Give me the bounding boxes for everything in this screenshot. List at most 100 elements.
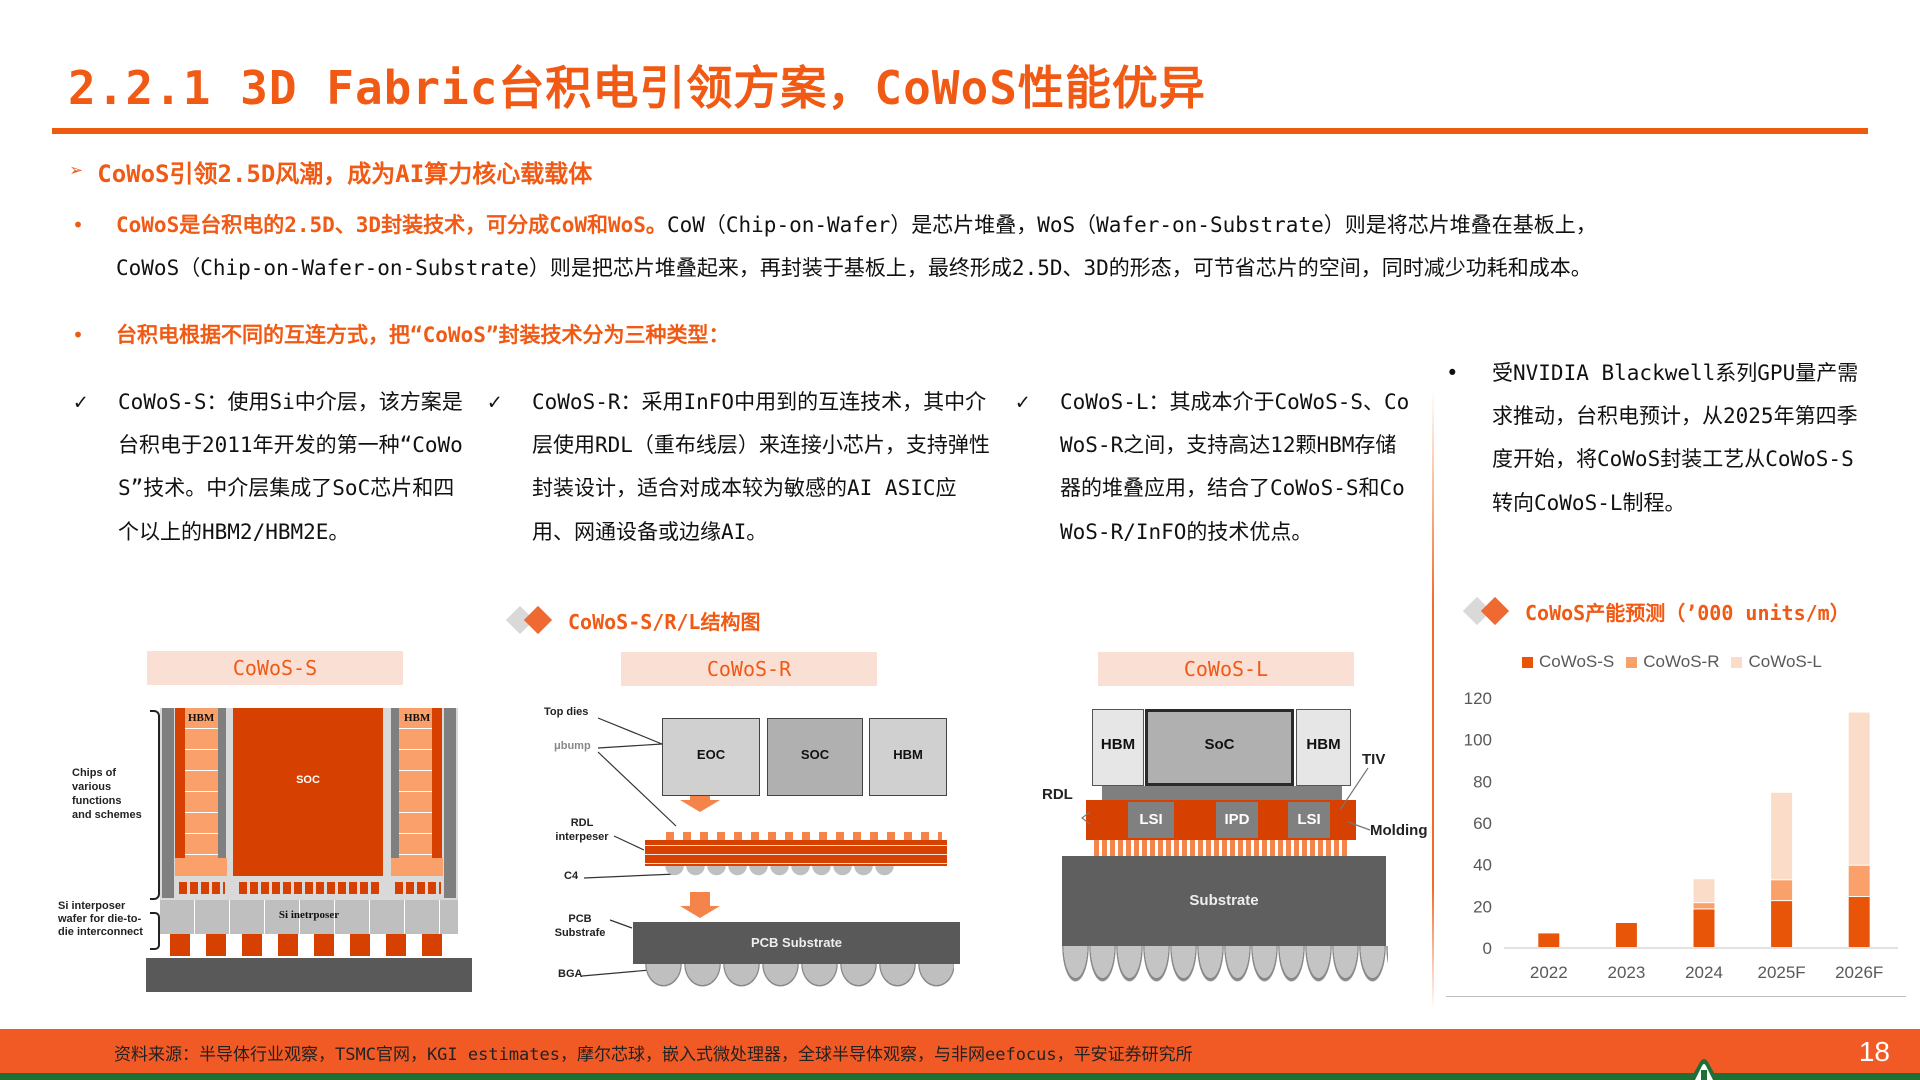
legend-label: CoWoS-L [1748, 652, 1822, 671]
annotation-ubump: μbump [554, 740, 591, 752]
bar-segment [1771, 880, 1793, 901]
footer-green-stripe [0, 1073, 1920, 1080]
diagram-label-cowos-l: CoWoS-L [1098, 652, 1354, 686]
chart-caption-text: CoWoS产能预测（’000 units/m） [1525, 600, 1850, 625]
soc-die: SoC [1145, 709, 1294, 786]
annotation-c4: C4 [564, 870, 579, 882]
ipd: IPD [1216, 802, 1258, 838]
x-tick-label: 2023 [1607, 963, 1645, 982]
hbm-right: HBM [1296, 709, 1351, 786]
diagram-label-cowos-r: CoWoS-R [621, 652, 877, 686]
hbm-base [391, 858, 443, 876]
diamond-marker-icon [1462, 596, 1515, 626]
x-tick-label: 2026F [1835, 963, 1883, 982]
bump-row [1094, 840, 1350, 856]
bar-segment [1538, 933, 1560, 947]
brace [150, 912, 160, 950]
annotation-tiv: TIV [1362, 751, 1386, 768]
type-description: CoWoS-S：使用Si中介层，该方案是台积电于2011年开发的第一种“CoWo… [118, 390, 463, 544]
side-wall [391, 708, 399, 858]
legend-label: CoWoS-R [1643, 652, 1720, 671]
hbm-right-label: HBM [404, 712, 431, 724]
bga-balls [644, 964, 954, 988]
bullet-highlight: CoWoS是台积电的2.5D、3D封装技术，可分成CoW和WoS。 [116, 213, 667, 237]
bar-segment [1693, 879, 1715, 903]
leader-lines [1081, 767, 1371, 831]
page-number: 18 [1858, 1036, 1890, 1067]
annotation-interposer: Si interposer wafer for die-to-die inter… [58, 900, 143, 938]
si-interposer: Si inetrposer [160, 900, 458, 934]
annotation-rdl: RDL interpeser [555, 817, 609, 843]
legend-swatch [1626, 656, 1638, 668]
legend-label: CoWoS-S [1539, 652, 1615, 671]
pcb-substrate: PCB Substrate [633, 922, 960, 964]
soc-die: SOC [767, 718, 863, 796]
chart-legend: CoWoS-S CoWoS-R CoWoS-L [1522, 652, 1822, 672]
y-tick-label: 0 [1483, 939, 1492, 958]
bullet-cowos-intro: • CoWoS是台积电的2.5D、3D封装技术，可分成CoW和WoS。CoW（C… [70, 204, 1597, 290]
hbm-edge [175, 708, 185, 858]
cowos-l-diagram: HBM SoC HBM LSI IPD LSI Substrate RDL TI… [1030, 700, 1440, 995]
hbm-left: HBM [1092, 709, 1144, 786]
type-description: CoWoS-L：其成本介于CoWoS-S、CoWoS-R之间，支持高达12颗HB… [1060, 390, 1410, 544]
bullet-text: 台积电根据不同的互连方式，把“CoWoS”封装技术分为三种类型： [116, 323, 730, 347]
hbm-edge [432, 708, 442, 858]
substrate: Substrate [1062, 856, 1386, 946]
lsi-left: LSI [1128, 802, 1174, 838]
title-divider [52, 128, 1868, 134]
y-tick-label: 120 [1464, 689, 1492, 708]
x-tick-label: 2022 [1530, 963, 1568, 982]
chart-bottom-rule [1446, 996, 1906, 997]
footer-bar [0, 1029, 1920, 1073]
cowos-s-diagram: Chips of various functions and schemes S… [54, 700, 474, 995]
microbumps [239, 882, 379, 894]
arrow-bullet-icon: ➢ [70, 159, 84, 184]
bar-segment [1771, 792, 1793, 880]
x-tick-label: 2024 [1685, 963, 1723, 982]
microbumps [395, 882, 441, 894]
substrate [146, 958, 472, 992]
annotation-top-dies: Top dies [544, 706, 589, 718]
right-note: • 受NVIDIA Blackwell系列GPU量产需求推动，台积电预计，从20… [1446, 352, 1862, 525]
c4-bumps [170, 934, 450, 956]
eoc-die: EOC [662, 718, 760, 796]
bar-segment [1771, 901, 1793, 947]
vertical-divider [1432, 390, 1434, 1010]
caption-text: CoWoS-S/R/L结构图 [568, 609, 761, 634]
annotation-rdl: RDL [1042, 786, 1073, 803]
bar-segment [1848, 865, 1870, 896]
y-tick-label: 40 [1473, 856, 1492, 875]
rdl-layer [1102, 786, 1342, 800]
hbm-stack-right [399, 708, 432, 858]
y-tick-label: 100 [1464, 731, 1492, 750]
type-description: CoWoS-R：采用InFO中用到的互连技术，其中介层使用RDL（重布线层）来连… [532, 390, 990, 544]
bga-balls [1062, 946, 1388, 982]
annotation-bga: BGA [558, 968, 583, 980]
hbm-left-label: HBM [188, 712, 215, 724]
hbm-base [175, 858, 227, 876]
type-cowos-s: ✓ CoWoS-S：使用Si中介层，该方案是台积电于2011年开发的第一种“Co… [74, 381, 474, 554]
bullet-dot-icon: • [72, 323, 85, 347]
y-tick-label: 20 [1473, 897, 1492, 916]
type-cowos-l: ✓ CoWoS-L：其成本介于CoWoS-S、CoWoS-R之间，支持高达12颗… [1016, 381, 1416, 554]
legend-swatch [1522, 656, 1533, 668]
cowos-r-diagram: Top dies μbump RDL interpeser C4 PCB Sub… [540, 700, 980, 995]
brace [150, 710, 160, 900]
diagram-label-cowos-s: CoWoS-S [147, 651, 403, 685]
checkmark-icon: ✓ [1016, 390, 1030, 415]
microbumps [666, 832, 942, 840]
annotation-chips: Chips of various functions and schemes [72, 767, 142, 821]
checkmark-icon: ✓ [74, 390, 88, 415]
legend-item: CoWoS-R [1626, 652, 1719, 672]
soc-block: SOC [233, 708, 383, 876]
bar-segment [1615, 923, 1637, 947]
bullet-dot-icon: • [1446, 361, 1459, 385]
bullet-dot-icon: • [72, 213, 85, 237]
bar-segment [1848, 896, 1870, 947]
company-logo-icon [1690, 1059, 1718, 1080]
lsi-right: LSI [1288, 802, 1330, 838]
structure-figure-caption: CoWoS-S/R/L结构图 [505, 605, 761, 635]
y-tick-label: 60 [1473, 814, 1492, 833]
slide-title: 2.2.1 3D Fabric台积电引领方案，CoWoS性能优异 [68, 61, 1206, 115]
